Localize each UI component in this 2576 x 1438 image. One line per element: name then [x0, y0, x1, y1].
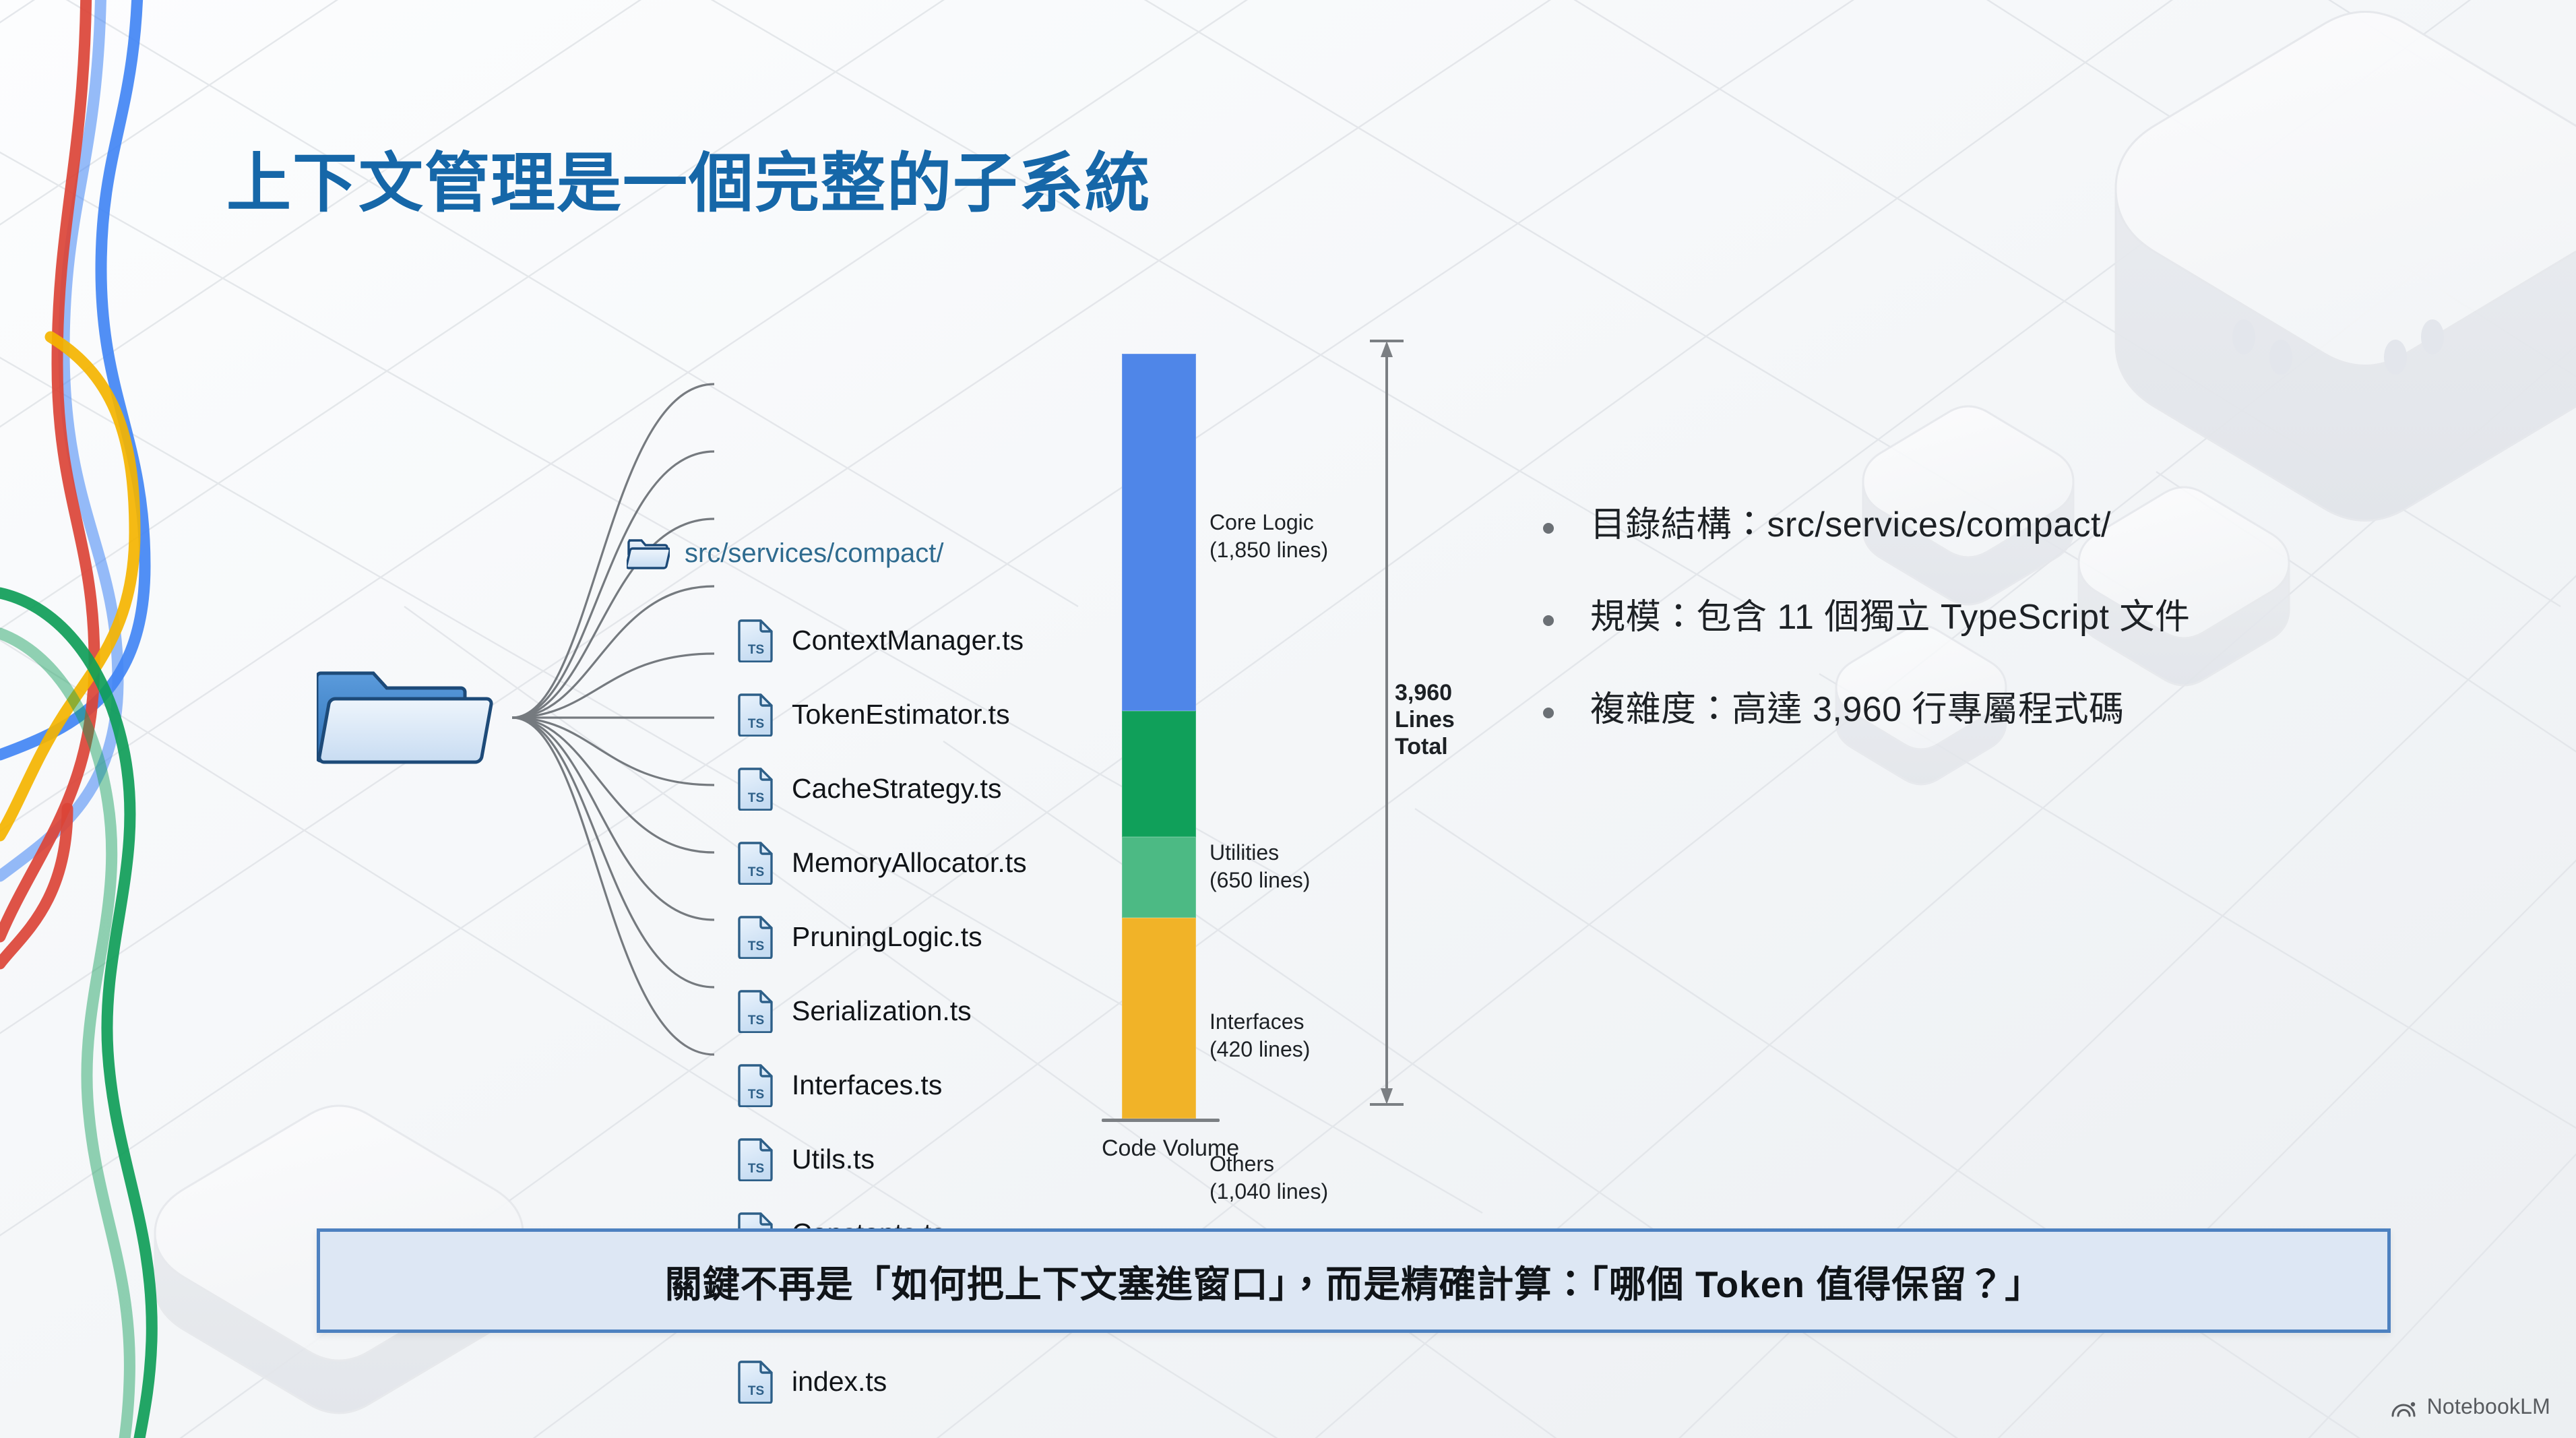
bullet-item: 規模：包含 11 個獨立 TypeScript 文件: [1543, 591, 2500, 644]
code-volume-chart: Code Volume Core Logic (1,850 lines) Uti…: [1071, 337, 1489, 1203]
ts-file-icon: TS: [738, 842, 773, 885]
file-list-item[interactable]: TS Interfaces.ts: [738, 1048, 1088, 1122]
svg-text:TS: TS: [748, 1162, 764, 1176]
bar-segment-utilities: [1122, 711, 1196, 837]
bar-label-utilities: Utilities (650 lines): [1210, 840, 1311, 892]
svg-text:TS: TS: [748, 939, 764, 954]
decor-cube-large: [2114, 11, 2576, 522]
ts-file-icon: TS: [738, 768, 773, 811]
ts-file-icon: TS: [738, 990, 773, 1033]
notebooklm-logo-icon: [2391, 1402, 2416, 1417]
file-list-item[interactable]: TS MemoryAllocator.ts: [738, 825, 1088, 900]
bar-label-core-logic: Core Logic (1,850 lines): [1210, 510, 1329, 562]
chart-axis-caption: Code Volume: [1102, 1135, 1240, 1161]
file-name-label: CacheStrategy.ts: [792, 772, 1002, 804]
file-name-label: PruningLogic.ts: [792, 920, 982, 952]
svg-text:TS: TS: [748, 791, 764, 805]
file-name-label: TokenEstimator.ts: [792, 698, 1010, 730]
file-list-item[interactable]: TS CacheStrategy.ts: [738, 751, 1088, 825]
bar-label-interfaces: Interfaces (420 lines): [1210, 1009, 1311, 1061]
notebooklm-watermark: NotebookLM: [2391, 1394, 2550, 1419]
ts-file-icon: TS: [738, 1064, 773, 1107]
total-dimension-arrow-icon: [1370, 340, 1404, 1106]
bar-segment-core-logic: [1122, 354, 1196, 712]
bar-segment-interfaces: [1122, 836, 1196, 918]
key-message-banner: 關鍵不再是「如何把上下文塞進窗口」，而是精確計算：「哪個 Token 值得保留？…: [317, 1228, 2391, 1333]
small-folder-icon: [627, 539, 670, 569]
bullet-text: 目錄結構：src/services/compact/: [1590, 505, 2111, 544]
ts-file-icon: TS: [738, 693, 773, 737]
file-name-label: ContextManager.ts: [792, 624, 1024, 656]
ts-file-icon: TS: [738, 1361, 773, 1404]
file-list-item[interactable]: TS Serialization.ts: [738, 974, 1088, 1048]
bullet-text: 複雜度：高達 3,960 行專屬程式碼: [1590, 690, 2125, 730]
folder-structure-diagram: src/services/compact/ TS ContextManager.…: [0, 256, 1092, 1404]
key-message-text: 關鍵不再是「如何把上下文塞進窗口」，而是精確計算：「哪個 Token 值得保留？…: [664, 1263, 2043, 1305]
file-list-item[interactable]: TS ContextManager.ts: [738, 603, 1088, 677]
file-list-item[interactable]: TS TokenEstimator.ts: [738, 677, 1088, 751]
ts-file-icon: TS: [738, 619, 773, 662]
bullet-list: 目錄結構：src/services/compact/ 規模：包含 11 個獨立 …: [1543, 499, 2500, 776]
open-folder-icon: [317, 671, 493, 764]
file-name-label: MemoryAllocator.ts: [792, 846, 1027, 878]
file-name-label: index.ts: [792, 1365, 887, 1397]
folder-path-label: src/services/compact/: [685, 538, 944, 568]
svg-text:TS: TS: [748, 1088, 764, 1102]
notebooklm-label: NotebookLM: [2426, 1394, 2550, 1418]
bullet-dot-icon: [1543, 615, 1554, 627]
file-list-item[interactable]: TS Utils.ts: [738, 1122, 1088, 1196]
svg-text:TS: TS: [748, 1384, 764, 1398]
file-name-label: Utils.ts: [792, 1143, 875, 1175]
svg-text:TS: TS: [748, 865, 764, 879]
svg-text:TS: TS: [748, 643, 764, 657]
stacked-bar: [1122, 354, 1196, 1119]
file-list-item[interactable]: TS index.ts: [738, 1344, 1088, 1418]
total-lines-label: 3,960 Lines Total: [1395, 680, 1455, 760]
svg-text:TS: TS: [748, 717, 764, 731]
bullet-text: 規模：包含 11 個獨立 TypeScript 文件: [1590, 598, 2191, 637]
page-title: 上下文管理是一個完整的子系統: [226, 148, 1151, 220]
bullet-item: 目錄結構：src/services/compact/: [1543, 499, 2500, 552]
folder-path-header: src/services/compact/: [627, 536, 944, 571]
svg-text:TS: TS: [748, 1013, 764, 1028]
bullet-dot-icon: [1543, 708, 1554, 719]
ts-file-icon: TS: [738, 1138, 773, 1181]
ts-file-icon: TS: [738, 916, 773, 959]
bar-segment-others: [1122, 917, 1196, 1119]
file-name-label: Serialization.ts: [792, 995, 972, 1026]
chart-baseline: [1102, 1119, 1220, 1122]
file-name-label: Interfaces.ts: [792, 1069, 943, 1100]
bullet-dot-icon: [1543, 523, 1554, 534]
bullet-item: 複雜度：高達 3,960 行專屬程式碼: [1543, 683, 2500, 737]
bar-label-others: Others (1,040 lines): [1210, 1152, 1329, 1203]
connector-fan-svg: [511, 383, 715, 1056]
file-list-item[interactable]: TS PruningLogic.ts: [738, 900, 1088, 974]
